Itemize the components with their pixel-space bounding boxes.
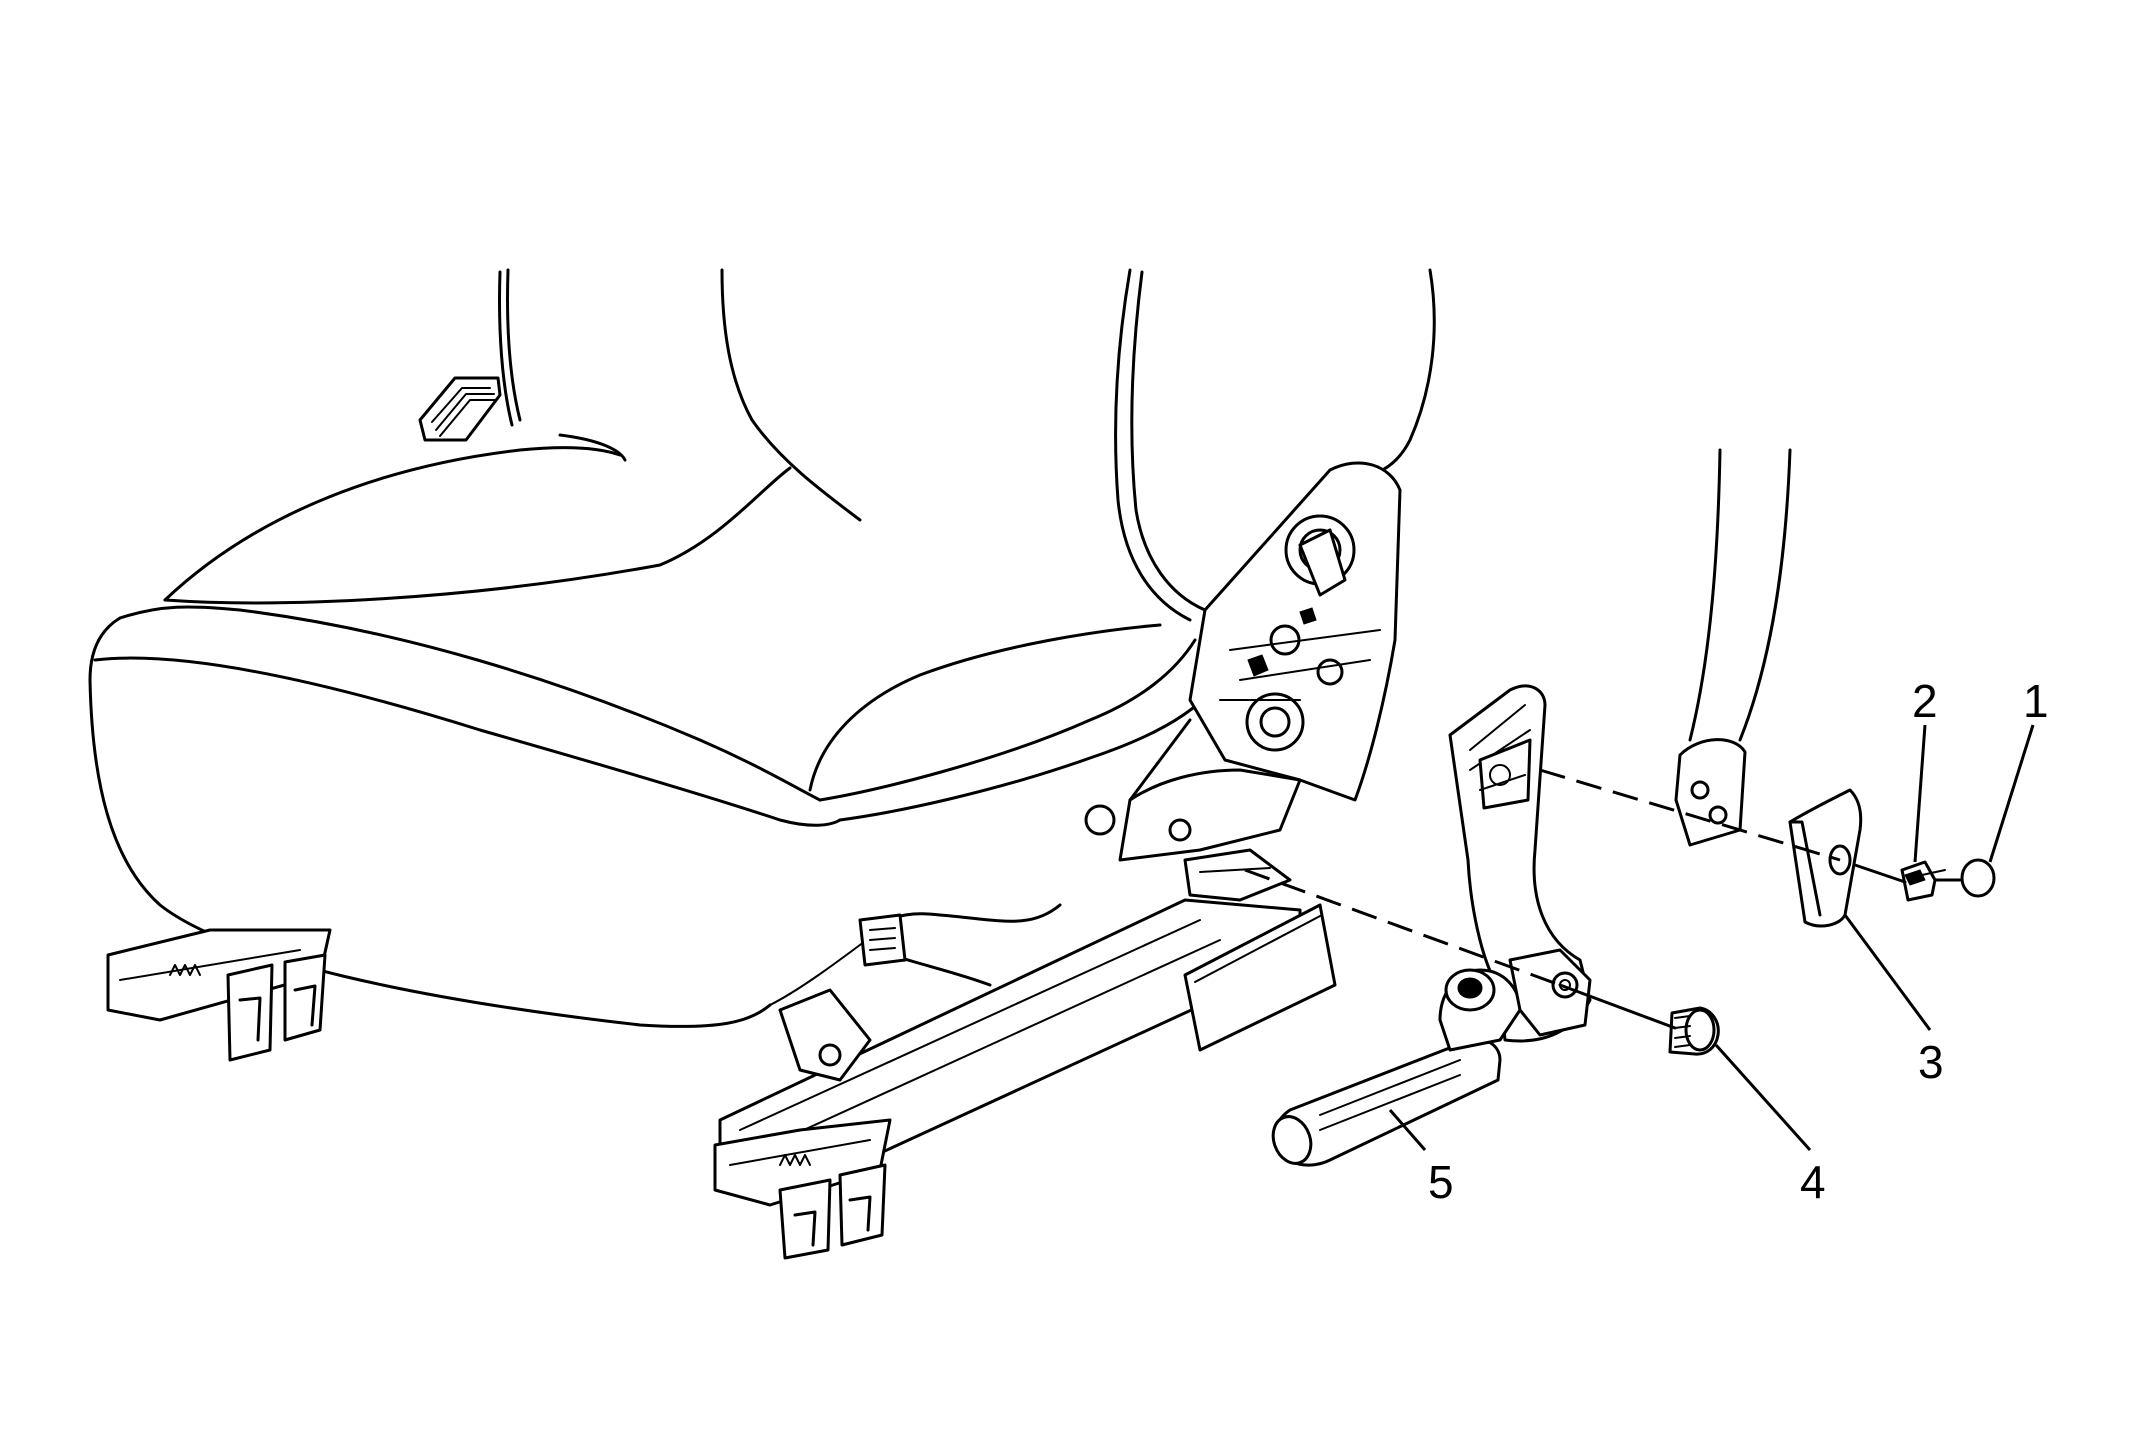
bolt-small (1900, 860, 1946, 902)
callout-label-2: 2 (1912, 675, 1938, 727)
callout-label-5: 5 (1428, 1156, 1454, 1208)
alignment-lines (1244, 768, 1962, 1030)
recliner-cover (1788, 788, 1863, 928)
seat-belt (1674, 448, 1792, 847)
seat-adjuster-frame (106, 768, 1337, 1260)
bolt-cap (1960, 858, 1996, 898)
callout-label-4: 4 (1800, 1156, 1826, 1208)
seat-cushion (88, 433, 1214, 1028)
seat-back (418, 268, 1436, 622)
bolt-large (1668, 1006, 1720, 1056)
recliner-handle (1271, 684, 1592, 1167)
recliner-mechanism (1128, 461, 1402, 802)
callout-label-1: 1 (2023, 675, 2049, 727)
callout-leaders (1388, 724, 2035, 1152)
callout-label-3: 3 (1918, 1036, 1944, 1088)
